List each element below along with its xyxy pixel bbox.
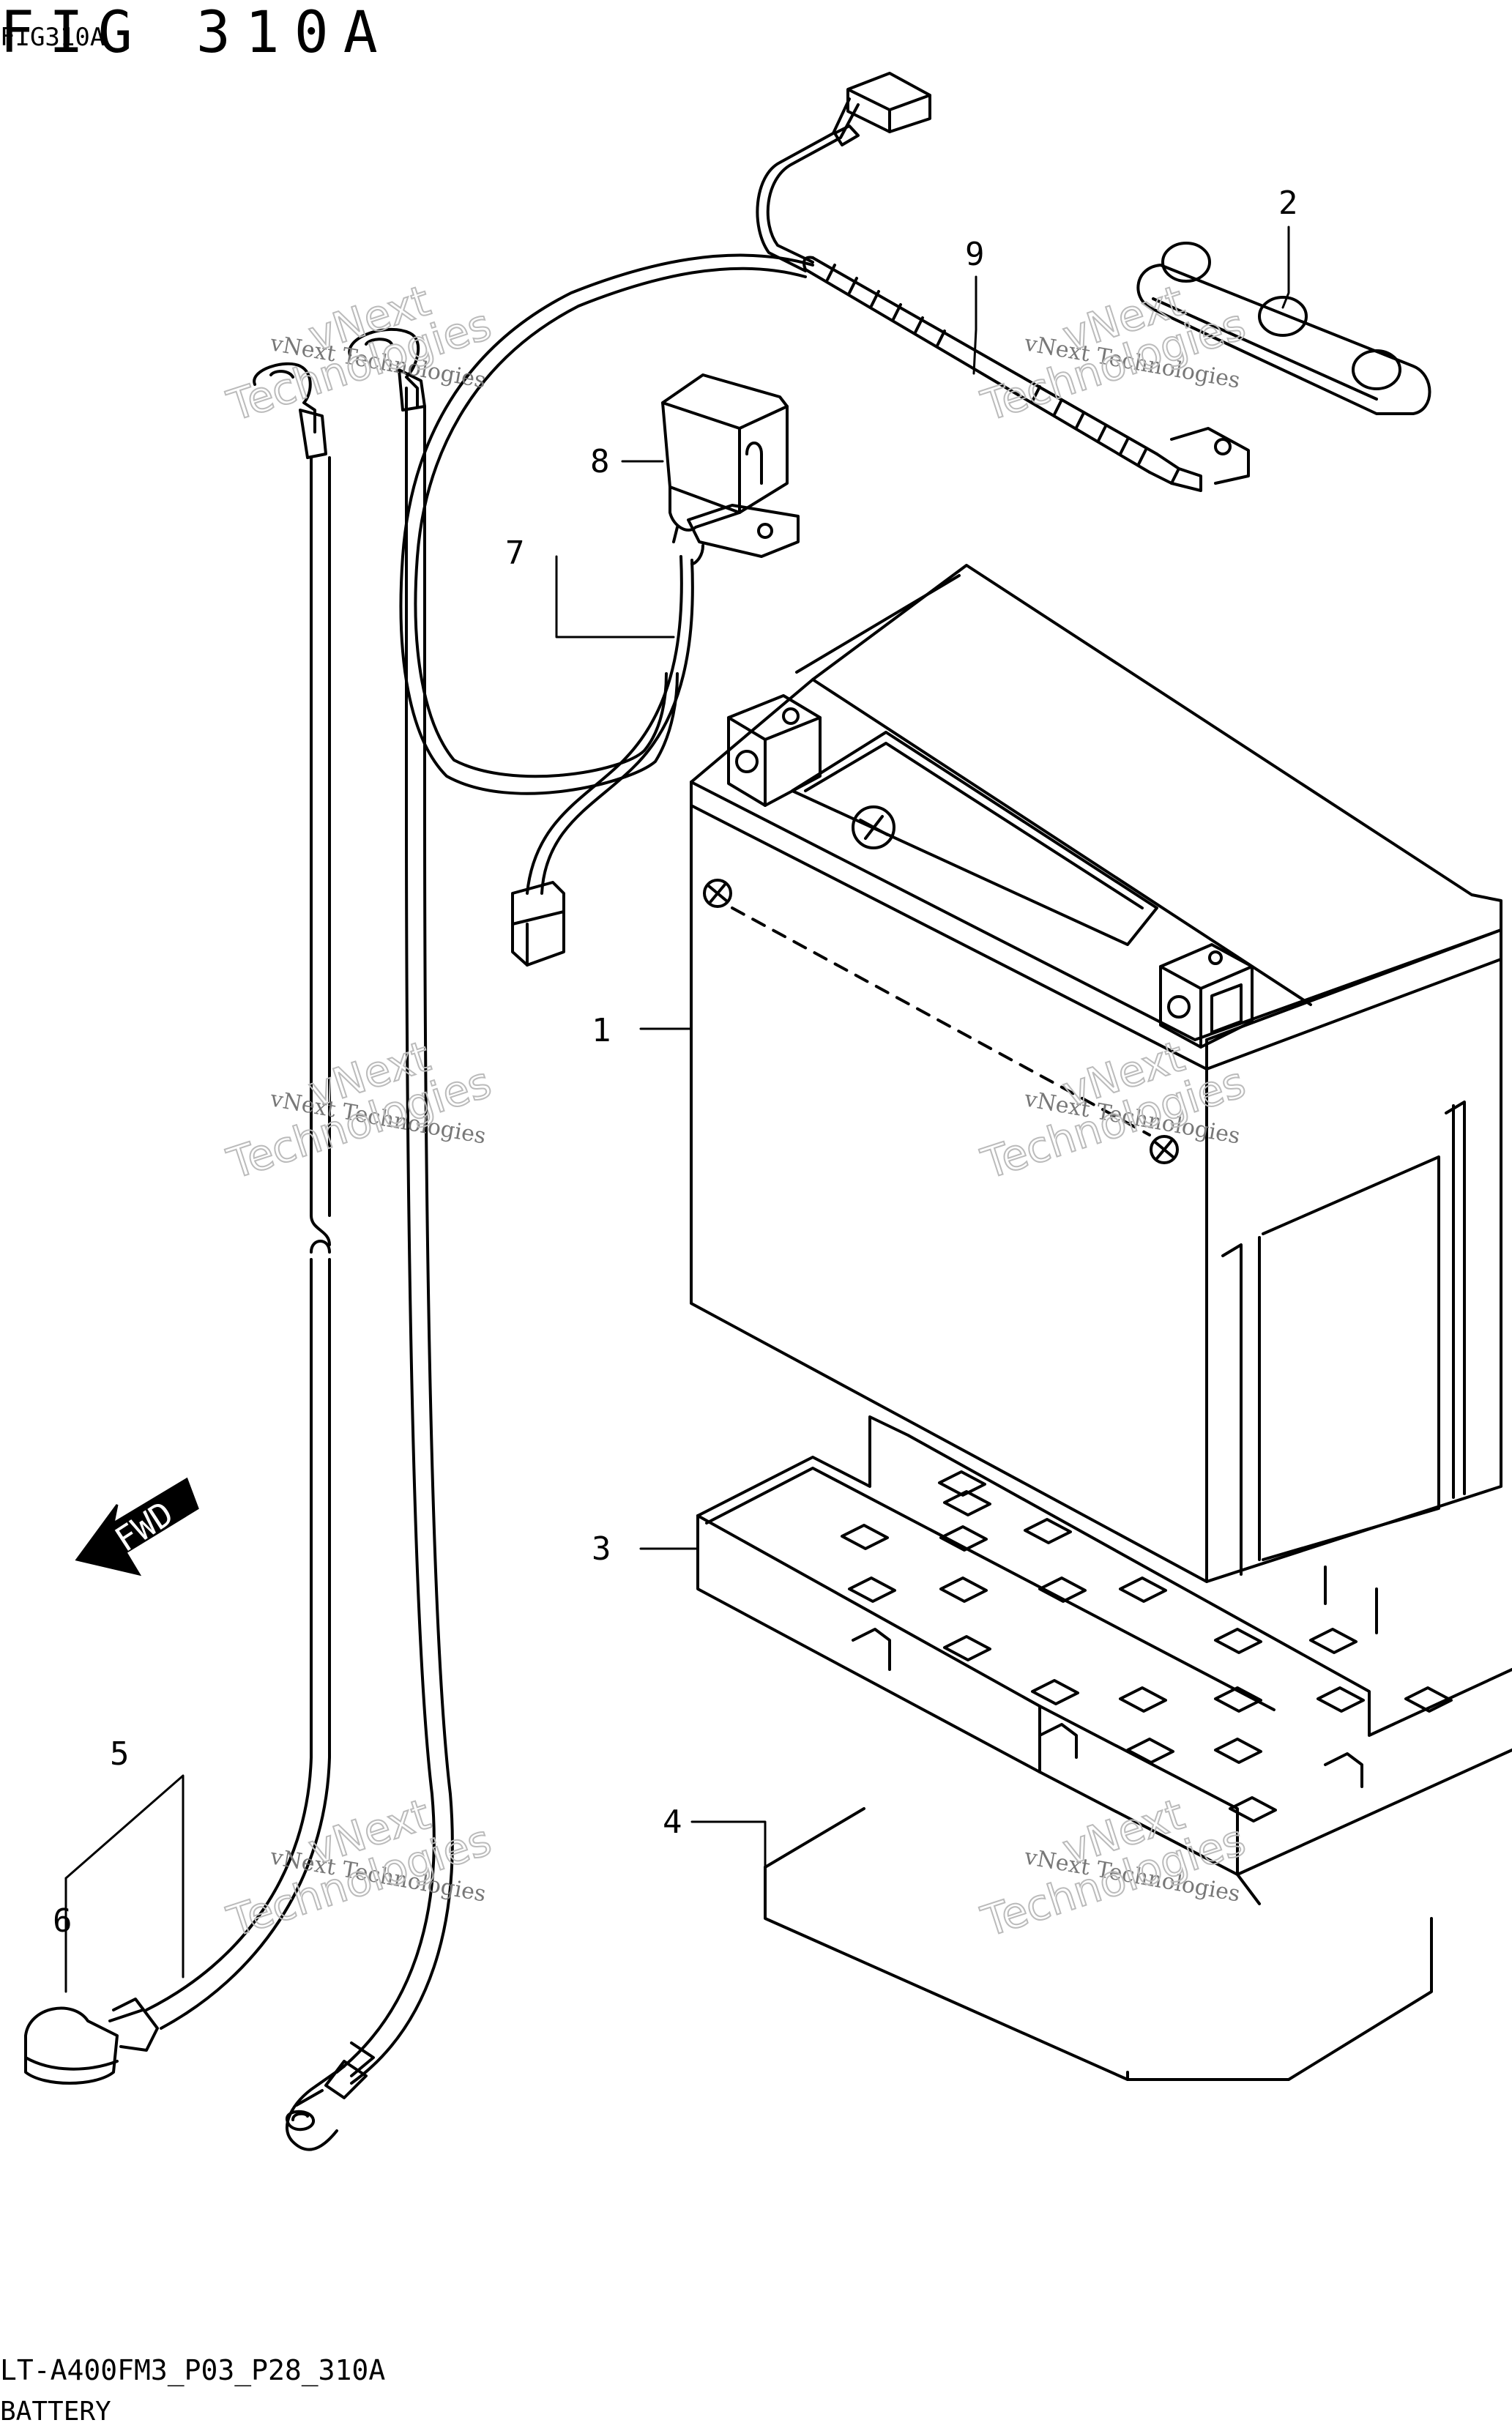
- watermark-mid-left: vNext Technologies Technologies vNext: [220, 1030, 497, 1189]
- callouts: 1 2 3 4 5 6 7 8 9: [53, 185, 1298, 1940]
- callout-8: 8: [590, 443, 610, 480]
- callout-2: 2: [1278, 185, 1298, 222]
- watermark-mid-right: vNext Technologies Technologies vNext: [975, 1030, 1251, 1189]
- leader-lines: [64, 226, 1290, 1993]
- figure-title: FIG 310A: [0, 0, 392, 66]
- callout-5: 5: [110, 1735, 130, 1773]
- watermark-bottom-right: vNext Technologies Technologies vNext: [975, 1788, 1251, 1947]
- starter-relay: [511, 373, 800, 967]
- fwd-arrow-icon: FWD: [75, 1477, 199, 1576]
- callout-7: 7: [505, 535, 525, 572]
- battery-tray: [696, 1415, 1512, 1876]
- diagram-code: LT-A400FM3_P03_P28_310A: [0, 2354, 386, 2386]
- watermarks: vNext Technologies Technologies vNext vN…: [220, 275, 1251, 1947]
- cable-9: [756, 72, 1250, 492]
- callout-6: 6: [53, 1902, 72, 1940]
- figure-subtitle: FIG310A: [0, 23, 105, 52]
- callout-9: 9: [965, 236, 985, 273]
- battery-pad: [764, 1807, 1433, 2081]
- watermark-top-left: vNext Technologies Technologies vNext: [220, 275, 497, 431]
- battery-plate: [1136, 242, 1431, 415]
- watermark-top-right: vNext Technologies Technologies vNext: [975, 275, 1251, 431]
- callout-3: 3: [592, 1530, 611, 1568]
- diagram-name: BATTERY: [0, 2397, 111, 2427]
- battery-leads: [24, 253, 814, 2151]
- callout-4: 4: [663, 1803, 682, 1841]
- battery: [690, 564, 1502, 1583]
- callout-1: 1: [592, 1012, 611, 1049]
- watermark-bottom-left: vNext Technologies Technologies vNext: [220, 1788, 497, 1947]
